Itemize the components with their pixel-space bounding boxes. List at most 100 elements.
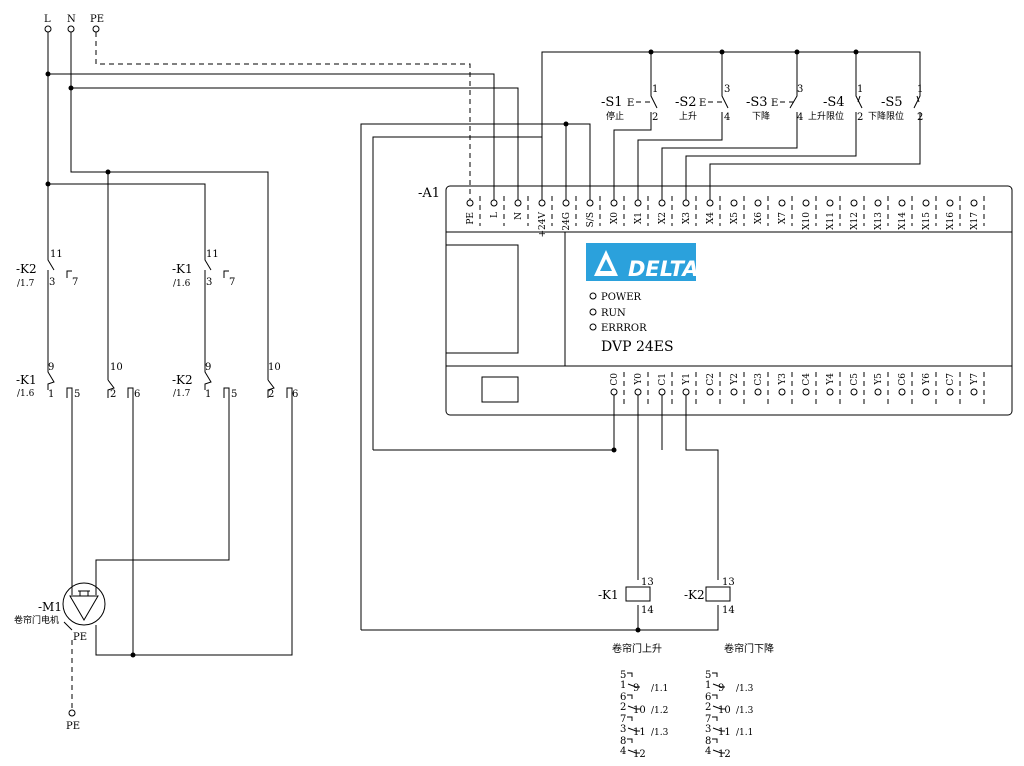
k2-aux-page: /1.7 [17,279,35,289]
plc-input-label: X7 [778,212,788,224]
plc-input-terminal: X16 [946,196,961,230]
contact-com-num: 4 [620,746,626,757]
plc-input-terminal: N [514,196,529,226]
k2-aux-n1: 11 [50,249,63,260]
contact-page-ref: /1.1 [736,728,753,738]
plc-output-terminal: Y4 [826,372,841,408]
switch-s3: 3 4 -S3 E 下降 [746,84,803,123]
run-led-label: RUN [601,308,626,319]
run-led [589,308,597,316]
contact-k2-main: 9 1 5 10 2 6 -K2 /1.7 [172,360,298,400]
contact-com-num: 3 [705,724,711,735]
k1-main-c: 5 [74,389,80,400]
plc-input-terminal: X1 [634,196,649,226]
switch-s3-bottom-num: 4 [797,112,803,123]
k2-aux-n3: 7 [72,277,78,288]
power-led [589,292,597,300]
contact-no-num: 7 [705,714,711,725]
switch-s1-ref: -S1 [601,95,623,110]
plc-output-terminal: C1 [658,372,673,408]
switch-s4: 1 2 -S4 上升限位 [808,84,863,123]
plc-input-label: X16 [946,212,956,230]
contact-no-num: 7 [620,714,626,725]
switch-s5: 1 2 -S5 下降限位 [868,84,923,123]
switch-s1-label: 停止 [606,110,624,122]
contact-k1-main: 9 1 5 10 2 6 -K1 /1.6 [16,360,140,400]
plc-output-label: Y7 [970,373,980,386]
plc-input-terminal: X15 [922,196,937,230]
power-led-label: POWER [601,292,642,303]
motor-m1: -M1 卷帘门电机 PE PE [14,582,106,732]
switch-s4-label: 上升限位 [808,110,844,122]
switch-s1: 1 2 -S1 E 停止 [601,84,658,123]
plc-output-terminal: C4 [802,372,817,408]
coil-k2: 13 14 -K2 卷帘门下降 [684,577,774,655]
supply-terminals: L N PE [44,14,104,33]
plc-model: DVP 24ES [601,339,674,355]
plc-output-terminal: Y7 [970,372,985,408]
plc-output-terminal: C0 [610,372,625,408]
delta-logo-text: DELTA [628,257,699,281]
main-wiring [45,32,921,708]
k1-main-a: 9 [48,362,54,373]
coil-k1: 13 14 -K1 卷帘门上升 [598,577,662,655]
plc-output-label: C2 [706,373,716,386]
contact-com-num: 1 [705,680,711,691]
plc-input-terminal: X0 [610,196,625,226]
supply-l-label: L [44,14,51,25]
plc-output-label: Y2 [730,373,740,386]
k2-main-f: 6 [292,389,298,400]
plc-input-terminal: X6 [754,196,769,226]
switch-s3-label: 下降 [752,110,770,122]
plc-input-label: X10 [802,212,812,230]
supply-n-label: N [67,14,76,25]
plc-input-terminal: S/S [586,196,601,227]
k2-aux-ref: -K2 [16,262,37,276]
switch-s5-ref: -S5 [881,95,903,110]
contact-nc-num: 10 [718,705,731,716]
switch-s3-top-num: 3 [797,84,803,95]
plc-input-terminal: X11 [826,196,841,230]
plc-output-label: C7 [946,373,956,386]
contact-com-num: 2 [620,702,626,713]
contact-nc-num: 12 [718,749,731,760]
coil-k2-bottom: 14 [722,605,735,616]
switch-s2-top-num: 3 [724,84,730,95]
contact-no-num: 6 [620,692,626,703]
plc-output-terminal: Y3 [778,372,793,408]
plc-input-terminal: X2 [658,196,673,226]
k2-main-e: 2 [268,389,274,400]
plc-input-label: X12 [850,212,860,230]
contact-page-ref: /1.3 [736,684,754,694]
contact-no-num: 5 [705,670,711,681]
plc-output-label: C5 [850,373,860,386]
plc-led-group: POWER RUN ERRROR [589,292,647,334]
plc-output-label: Y5 [874,373,884,386]
k1-main-e: 2 [110,389,116,400]
svg-text:E: E [771,98,778,109]
k1-aux-n1: 11 [206,249,219,260]
motor-label: 卷帘门电机 [14,614,59,626]
plc-input-label: X0 [610,212,620,224]
switch-s1-bottom-num: 2 [652,112,658,123]
plc-input-label: X5 [730,212,740,224]
plc-input-terminal: PE [466,196,481,226]
plc-output-terminal: C3 [754,372,769,408]
contact-nc-num: 10 [633,705,646,716]
k2-main-b: 1 [205,389,211,400]
motor-pe-label: PE [73,632,87,643]
plc-input-terminal: X7 [778,196,793,226]
coil-k2-ref: -K2 [684,588,705,602]
plc-input-label: X6 [754,212,764,224]
k1-main-ref: -K1 [16,373,37,387]
contact-no-num: 6 [705,692,711,703]
plc-output-terminal: Y1 [682,372,697,408]
switch-s5-top-num: 1 [917,84,923,95]
k2-main-ref: -K2 [172,373,193,387]
